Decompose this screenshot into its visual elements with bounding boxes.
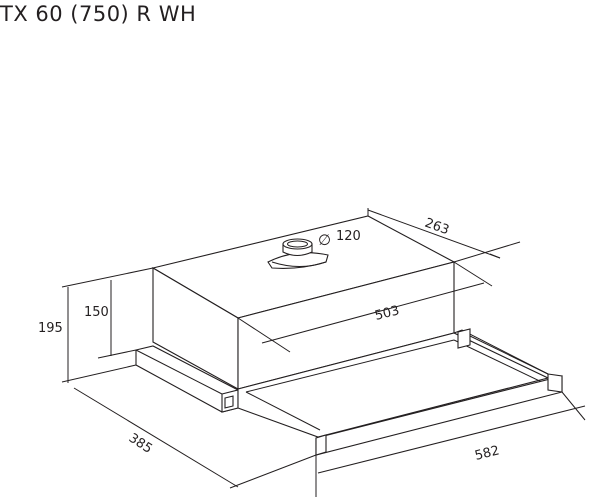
right-rail xyxy=(457,328,471,349)
dim-outer-width-label: 582 xyxy=(473,443,501,464)
dim-total-height-label: 195 xyxy=(38,321,63,336)
dim-inner-width-label: 503 xyxy=(373,303,401,324)
slider-drawer xyxy=(135,328,563,456)
dim-depth-top: 263 xyxy=(367,208,521,263)
exhaust-duct xyxy=(267,238,329,269)
dim-body-height-label: 150 xyxy=(84,305,109,320)
dim-depth-top-label: 263 xyxy=(423,216,451,239)
dim-inner-width: 503 xyxy=(237,261,493,353)
dim-outer-width: 582 xyxy=(315,391,586,497)
diameter-symbol: ∅ xyxy=(318,231,331,249)
drawer-tray xyxy=(237,332,550,438)
dim-duct-diameter: ∅ 120 xyxy=(318,229,361,249)
dim-duct-diameter-label: 120 xyxy=(336,229,361,244)
product-title: TX 60 (750) R WH xyxy=(0,2,197,26)
dim-heights: 195 150 xyxy=(38,267,154,383)
